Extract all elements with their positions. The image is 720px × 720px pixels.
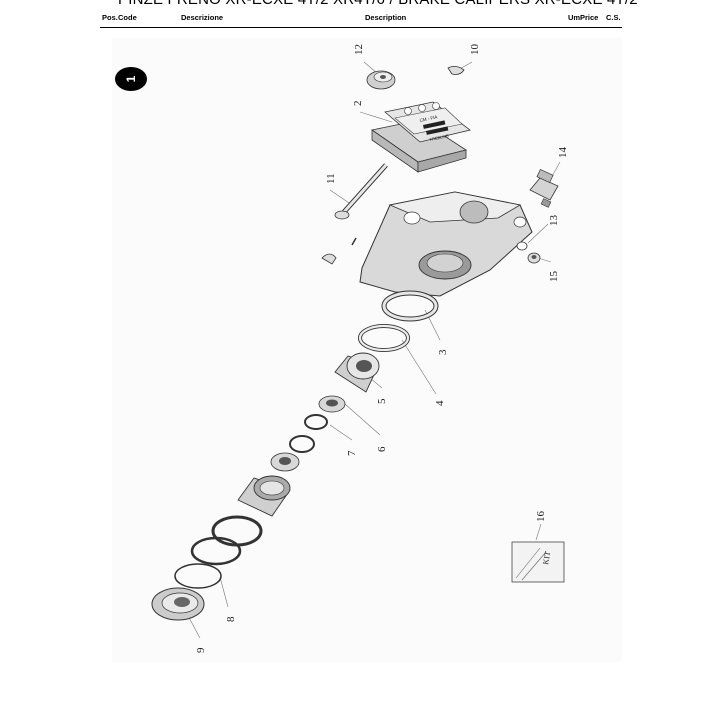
header-price: Price [580, 13, 599, 22]
callout-7: 7 [346, 450, 358, 456]
header-pos: Pos. [102, 13, 118, 22]
small-pins [321, 237, 357, 265]
part-9-cup [151, 587, 205, 621]
header-description: Description [365, 13, 407, 22]
callout-5: 5 [376, 398, 388, 404]
callout-10: 10 [469, 44, 481, 56]
callout-13: 13 [548, 215, 560, 227]
callout-3: 3 [437, 349, 449, 355]
part-8-rings [174, 515, 263, 589]
callout-11: 11 [325, 173, 337, 184]
callout-16: 16 [535, 511, 547, 523]
part-2-brake-pads: CM - FIA FREELINE [371, 101, 471, 173]
part-13-washer [516, 241, 528, 251]
part-12-cap [366, 70, 396, 90]
callout-2: 2 [352, 101, 364, 107]
header-rule [100, 27, 622, 28]
callout-labels: 12 10 2 14 11 13 15 3 5 4 6 7 16 8 9 [195, 44, 569, 654]
part-4-seal [358, 324, 410, 352]
callout-6: 6 [376, 446, 388, 452]
part-7-circlips [289, 414, 328, 453]
callout-4: 4 [434, 400, 446, 406]
callout-8: 8 [225, 616, 237, 622]
header-um: Um [568, 13, 581, 22]
callout-14: 14 [557, 147, 569, 159]
header-descrizione: Descrizione [181, 13, 224, 22]
header-code: Code [118, 13, 137, 22]
part-6-washer [318, 395, 346, 413]
caliper-body [359, 191, 533, 297]
part-15-cap [527, 252, 541, 264]
part-10-clip [447, 66, 465, 75]
part-3-seal [381, 290, 439, 322]
piston-inner-parts [237, 452, 300, 517]
callout-15: 15 [548, 271, 560, 283]
part-11-pad-pin [334, 163, 388, 220]
page-badge-number: 1 [124, 75, 138, 82]
callout-9: 9 [195, 647, 207, 653]
page-number-badge: 1 [115, 67, 147, 91]
callout-12: 12 [353, 44, 365, 55]
header-cs: C.S. [606, 13, 621, 22]
part-5-piston [334, 352, 380, 393]
pad-marking-1: CM - FIA [419, 114, 438, 123]
page-title: PINZE FRENO XR-ECXE 4T/2 XR4T/6 / BRAKE … [118, 0, 638, 8]
part-14-bleed-screw [529, 168, 559, 208]
kit-label: KIT [541, 551, 552, 566]
pad-marking-4: FREELINE [429, 133, 449, 142]
part-16-kit: KIT [511, 541, 565, 583]
